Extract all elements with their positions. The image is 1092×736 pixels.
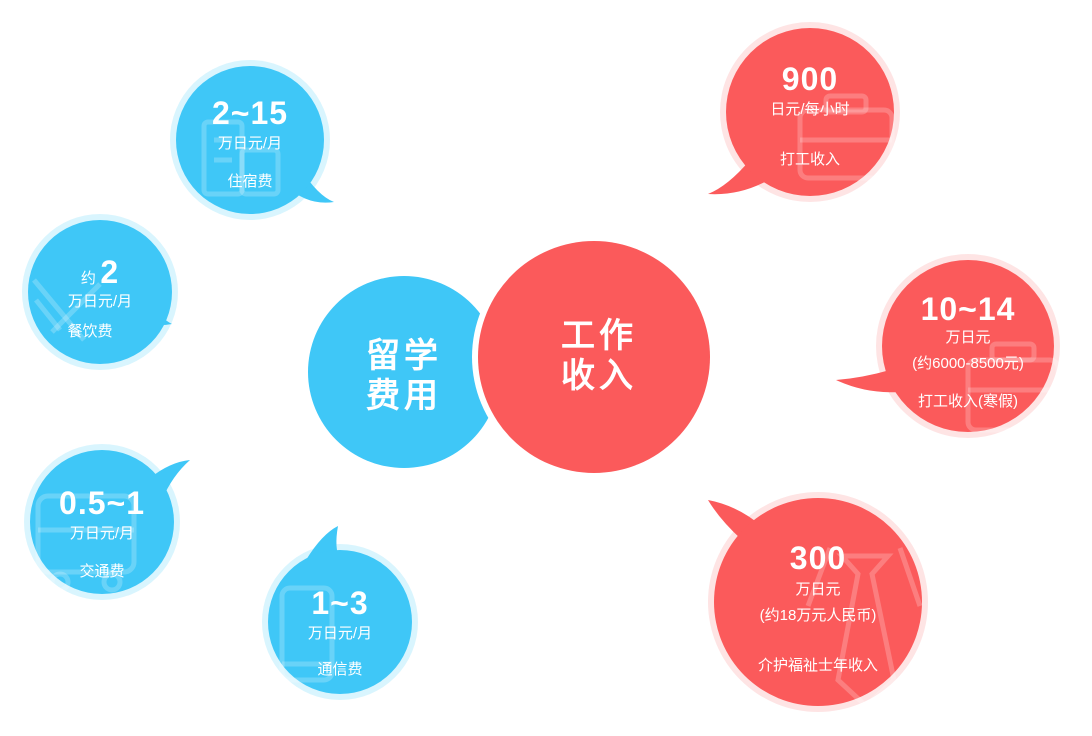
- housing-label: 住宿费: [227, 173, 273, 190]
- food-value: 2: [100, 254, 120, 290]
- income-bubble-winter: [836, 254, 1061, 438]
- phone-label: 通信费: [317, 661, 363, 678]
- food-label: 餐饮费: [67, 323, 113, 340]
- briefcase-icon: [965, 341, 1061, 433]
- necktie-icon: [805, 547, 923, 710]
- caregiver-label: 介护福祉士年收入: [757, 657, 879, 674]
- food-prefix: 约: [80, 270, 96, 287]
- phone-unit: 万日元/月: [307, 625, 373, 642]
- transport-value: 0.5~1: [59, 485, 145, 521]
- cost-bubble-phone: [262, 526, 418, 700]
- center-costs-title: 留学 费用: [366, 337, 442, 415]
- center-income-title: 工作 收入: [561, 317, 637, 395]
- winter-label: 打工收入(寒假): [918, 393, 1018, 410]
- winter-unit: 万日元: [945, 329, 991, 346]
- building-icon: [201, 119, 281, 197]
- transport-label: 交通费: [79, 563, 125, 580]
- income-bubble-caregiver: [708, 492, 928, 712]
- cost-bubble-transport: [24, 444, 190, 600]
- income-bubble-hourly: [708, 22, 900, 202]
- utensils-icon: [32, 278, 102, 342]
- food-value-line: 约 2: [81, 255, 119, 289]
- housing-value: 2~15: [211, 95, 289, 131]
- transport-unit: 万日元/月: [69, 525, 135, 542]
- housing-unit: 万日元/月: [217, 135, 283, 152]
- winter-note: (约6000-8500元): [912, 355, 1024, 372]
- caregiver-note: (约18万元人民币): [759, 607, 877, 624]
- center-costs-circle: [308, 276, 500, 468]
- hourly-unit: 日元/每小时: [770, 101, 850, 118]
- phone-icon: [279, 585, 335, 683]
- briefcase-icon: [797, 93, 895, 181]
- phone-value: 1~3: [311, 585, 369, 621]
- hourly-label: 打工收入: [779, 151, 841, 168]
- cost-bubble-food: [22, 214, 178, 370]
- cost-bubble-housing: [170, 60, 334, 220]
- bus-icon: [35, 493, 137, 593]
- hourly-value: 900: [781, 61, 839, 97]
- caregiver-unit: 万日元: [795, 581, 841, 598]
- winter-value: 10~14: [920, 291, 1016, 327]
- food-unit: 万日元/月: [67, 293, 133, 310]
- caregiver-value: 300: [789, 540, 847, 576]
- center-income-circle: [472, 235, 716, 479]
